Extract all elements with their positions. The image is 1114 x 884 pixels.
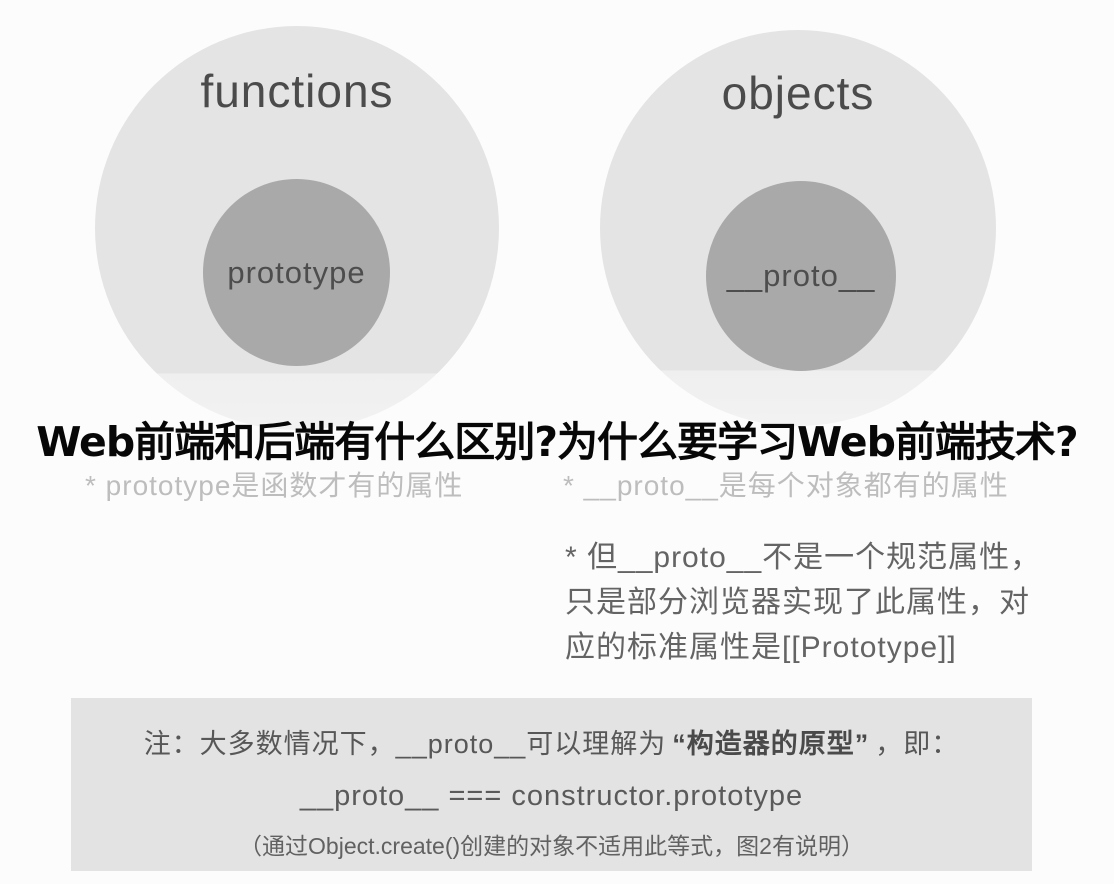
note-box: 注：大多数情况下，__proto__可以理解为“构造器的原型”，即： __pro… xyxy=(71,698,1032,871)
prototype-inner-label: prototype xyxy=(227,254,366,290)
proto-explanation-line-1: * 但__proto__不是一个规范属性， xyxy=(565,541,1042,574)
proto-explanation-paragraph: * 但__proto__不是一个规范属性， 只是部分浏览器实现了此属性，对 应的… xyxy=(565,535,1085,670)
note-box-footnote: （通过Object.create()创建的对象不适用此等式，图2有说明） xyxy=(239,833,864,859)
proto-inner-label: __proto__ xyxy=(726,258,876,293)
prototype-inner-circle: prototype xyxy=(203,179,390,366)
note-box-line-1: 注：大多数情况下，__proto__可以理解为“构造器的原型”，即： xyxy=(71,722,1032,761)
proto-inner-circle: __proto__ xyxy=(706,181,896,371)
proto-note: * __proto__是每个对象都有的属性 xyxy=(563,470,1009,501)
proto-explanation-line-2: 只是部分浏览器实现了此属性，对 xyxy=(565,586,1030,619)
note-box-line-1-prefix: 注：大多数情况下，__proto__可以理解为 xyxy=(143,729,667,759)
note-box-line-1-suffix: ，即： xyxy=(875,729,960,759)
prototype-note: * prototype是函数才有的属性 xyxy=(85,470,464,501)
note-box-equation: __proto__ === constructor.prototype xyxy=(299,780,804,812)
functions-circle-title: functions xyxy=(200,65,394,117)
page-title: Web前端和后端有什么区别?为什么要学习Web前端技术? xyxy=(36,418,1078,466)
note-box-line-1-bold: “构造器的原型” xyxy=(672,729,870,759)
proto-explanation-line-3: 应的标准属性是[[Prototype]] xyxy=(565,631,957,664)
objects-circle-title: objects xyxy=(721,67,875,119)
